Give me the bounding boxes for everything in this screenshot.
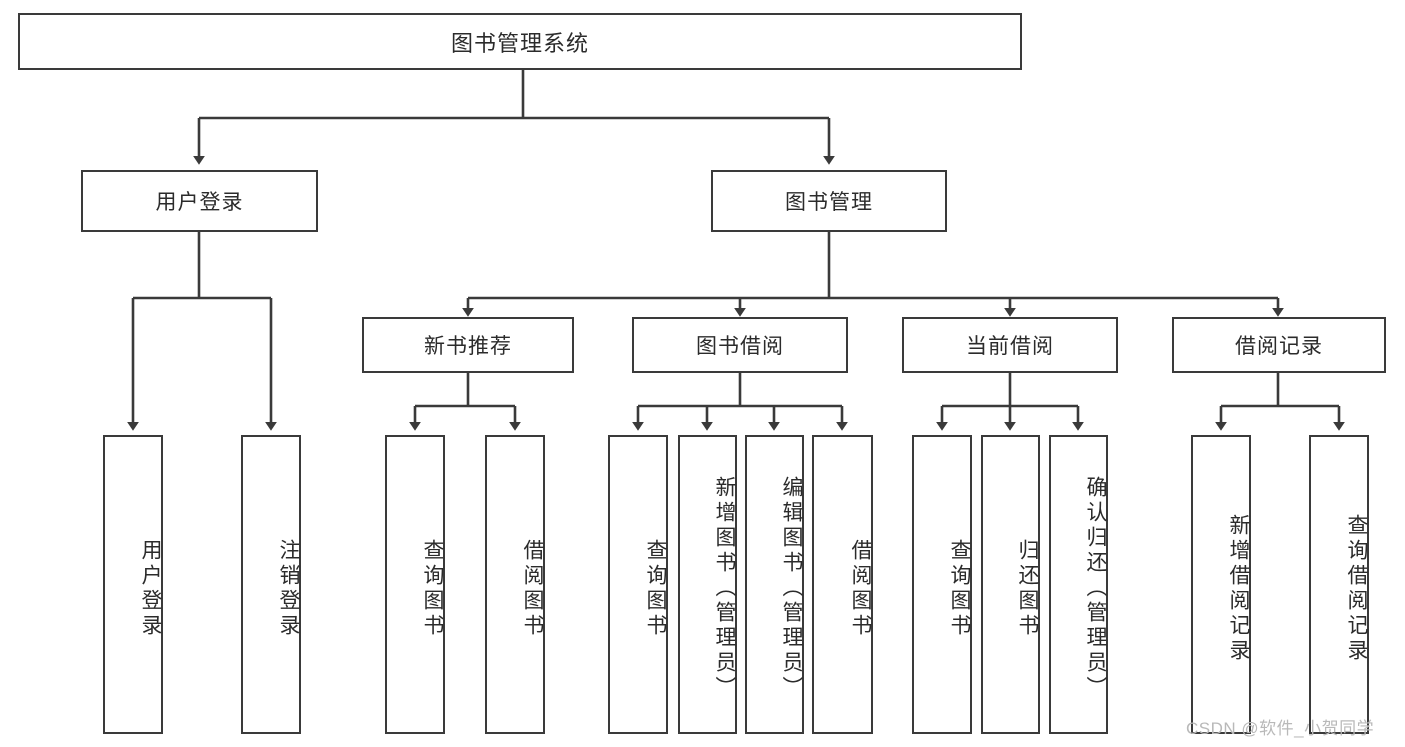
leaf-borrow-edit-book-label: 编辑图书（管理员） [780,476,803,701]
node-new-book-recommend-label: 新书推荐 [424,335,512,358]
leaf-user-logout[interactable]: 注销登录 [241,435,301,734]
leaf-borrow-query-book-label: 查询图书 [644,538,667,639]
node-root-label: 图书管理系统 [450,30,589,56]
leaf-borrow-edit-book[interactable]: 编辑图书（管理员） [745,435,804,734]
node-current-borrow-label: 当前借阅 [966,335,1054,358]
node-user-login-label: 用户登录 [155,191,244,214]
node-book-management-label: 图书管理 [785,191,873,214]
leaf-newbook-borrow-label: 借阅图书 [521,538,544,639]
leaf-borrow-query-book[interactable]: 查询图书 [608,435,668,734]
node-root[interactable]: 图书管理系统 [18,13,1022,70]
leaf-borrow-add-book[interactable]: 新增图书（管理员） [678,435,737,734]
leaf-user-login-label: 用户登录 [139,538,162,639]
leaf-current-query-book[interactable]: 查询图书 [912,435,972,734]
leaf-borrow-add-book-label: 新增图书（管理员） [713,476,736,701]
leaf-current-return-book[interactable]: 归还图书 [981,435,1040,734]
leaf-current-confirm-return-label: 确认归还（管理员） [1084,476,1107,701]
leaf-current-confirm-return[interactable]: 确认归还（管理员） [1049,435,1108,734]
watermark: CSDN @软件_小贺同学 [1186,719,1375,738]
leaf-record-add-label: 新增借阅记录 [1227,513,1250,664]
leaf-borrow-borrow-book[interactable]: 借阅图书 [812,435,873,734]
leaf-record-query[interactable]: 查询借阅记录 [1309,435,1369,734]
leaf-record-query-label: 查询借阅记录 [1345,513,1368,664]
node-user-login[interactable]: 用户登录 [81,170,318,232]
node-book-management[interactable]: 图书管理 [711,170,947,232]
node-new-book-recommend[interactable]: 新书推荐 [362,317,574,373]
node-book-borrow[interactable]: 图书借阅 [632,317,848,373]
leaf-user-logout-label: 注销登录 [277,538,300,639]
leaf-current-query-book-label: 查询图书 [948,538,971,639]
leaf-newbook-borrow[interactable]: 借阅图书 [485,435,545,734]
node-borrow-record[interactable]: 借阅记录 [1172,317,1386,373]
leaf-newbook-query-label: 查询图书 [421,538,444,639]
leaf-borrow-borrow-book-label: 借阅图书 [849,538,872,639]
node-borrow-record-label: 借阅记录 [1235,335,1323,358]
node-book-borrow-label: 图书借阅 [696,335,784,358]
node-current-borrow[interactable]: 当前借阅 [902,317,1118,373]
leaf-newbook-query[interactable]: 查询图书 [385,435,445,734]
leaf-user-login[interactable]: 用户登录 [103,435,163,734]
leaf-record-add[interactable]: 新增借阅记录 [1191,435,1251,734]
leaf-current-return-book-label: 归还图书 [1016,538,1039,639]
